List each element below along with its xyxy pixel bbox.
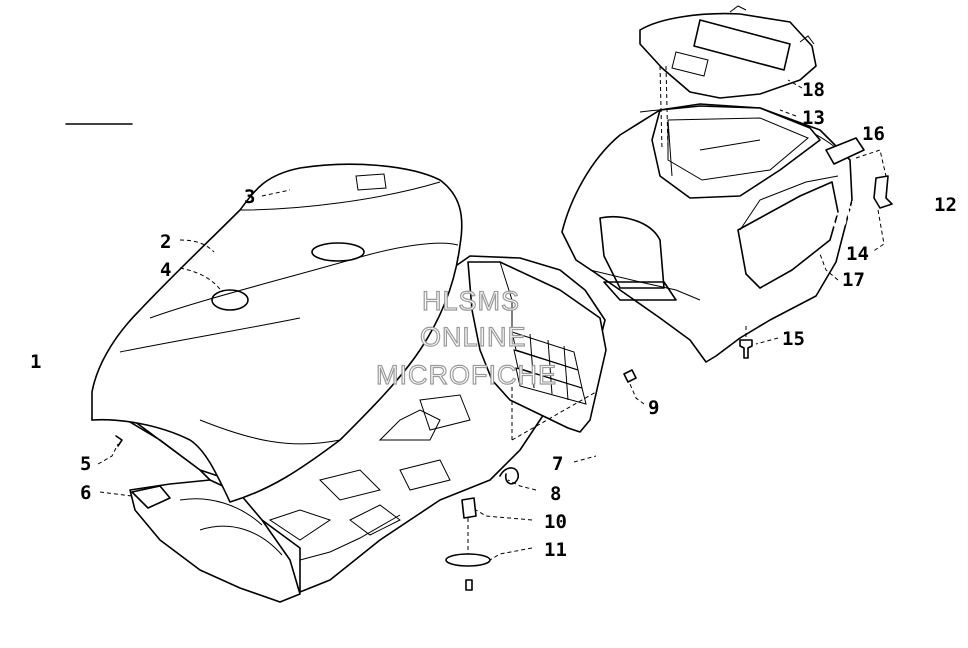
part-5-clip xyxy=(115,435,123,447)
leader-4 xyxy=(179,267,223,293)
callout-16: 16 xyxy=(862,123,885,145)
leader-3 xyxy=(261,189,291,197)
part-13-lead-b xyxy=(665,65,669,151)
part-10-bumper xyxy=(461,497,477,519)
callout-8: 8 xyxy=(550,483,561,505)
callout-3: 3 xyxy=(244,186,255,208)
callout-9: 9 xyxy=(648,397,659,419)
callout-7: 7 xyxy=(552,453,563,475)
leader-18 xyxy=(787,79,803,89)
callout-4: 4 xyxy=(160,259,171,281)
callout-6: 6 xyxy=(80,482,91,504)
leader-13 xyxy=(779,109,797,117)
callout-1: 1 xyxy=(30,351,41,373)
watermark-line-3: MICROFICHE xyxy=(376,360,557,390)
leader-10 xyxy=(475,509,533,521)
callout-15: 15 xyxy=(782,328,805,350)
seat-cushion xyxy=(91,163,463,503)
callout-2: 2 xyxy=(160,231,171,253)
leader-17 xyxy=(819,253,839,281)
part-11-washer xyxy=(445,553,491,567)
leader-5 xyxy=(97,443,119,465)
part-12-latch xyxy=(873,175,893,209)
part-8-spring-clip xyxy=(499,467,519,485)
callout-5: 5 xyxy=(80,453,91,475)
part-9-screw xyxy=(623,369,637,383)
leader-6 xyxy=(99,491,133,497)
part-6-bracket xyxy=(131,485,171,509)
leader-11 xyxy=(489,547,533,561)
leader-9 xyxy=(629,383,645,405)
callout-10: 10 xyxy=(544,511,567,533)
storage-box xyxy=(561,103,853,363)
callout-12: 12 xyxy=(934,194,957,216)
callout-18: 18 xyxy=(802,79,825,101)
callout-11: 11 xyxy=(544,539,567,561)
part-14-lead-b xyxy=(871,209,885,253)
callout-14: 14 xyxy=(846,243,869,265)
callout-17: 17 xyxy=(842,269,865,291)
part-14-lead xyxy=(855,149,887,177)
part-15-screw xyxy=(739,339,753,359)
part-16-handle xyxy=(825,137,865,165)
callout-labels: 1 2 3 4 5 6 7 8 9 10 11 12 13 14 15 16 1… xyxy=(30,79,957,561)
rear-bulkhead-panel xyxy=(467,261,607,441)
part-11-screw xyxy=(465,579,473,591)
watermark: HLSMS ONLINE MICROFICHE xyxy=(375,285,557,390)
watermark-line-1: HLSMS xyxy=(422,286,520,316)
leader-8 xyxy=(507,479,537,491)
part-13-lead-a xyxy=(659,65,663,151)
watermark-line-2: ONLINE xyxy=(420,322,527,352)
storage-lid xyxy=(639,5,817,99)
leader-7 xyxy=(573,455,597,463)
leader-15 xyxy=(755,337,779,345)
leader-2 xyxy=(179,239,215,253)
callout-13: 13 xyxy=(802,107,825,129)
